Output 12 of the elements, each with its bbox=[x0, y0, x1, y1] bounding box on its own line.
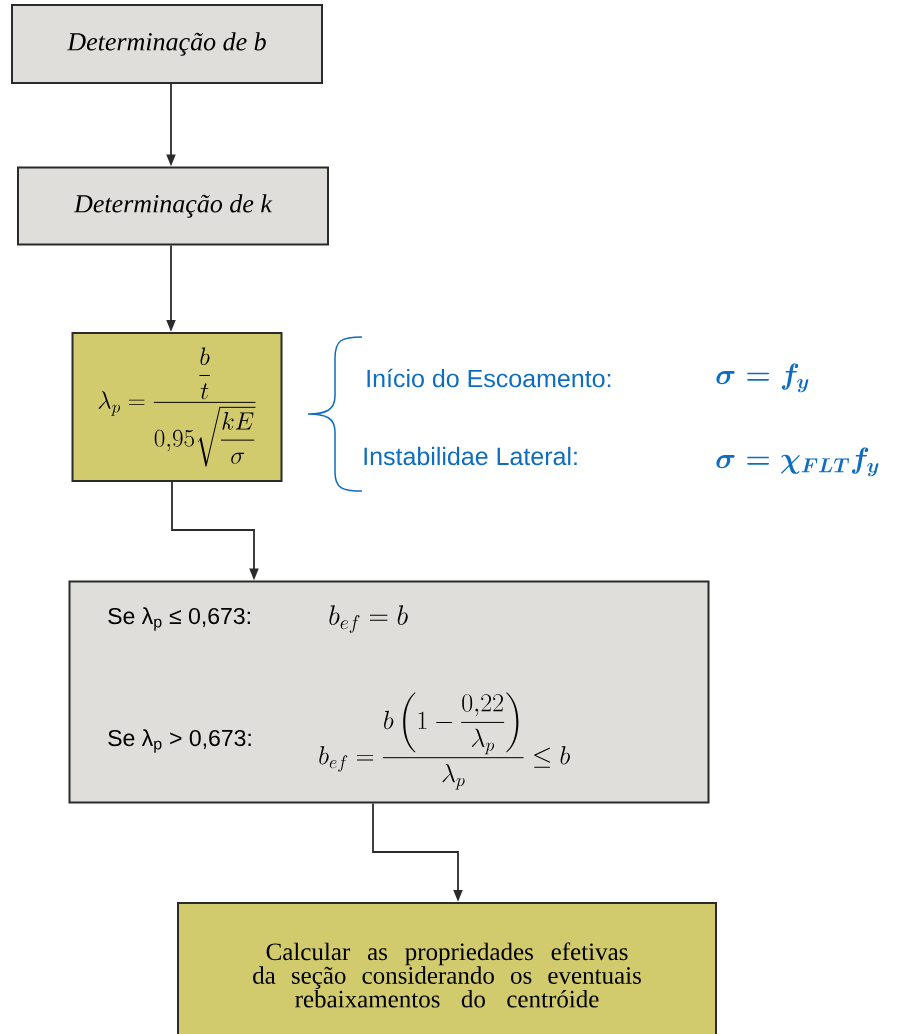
process-box: Calcular as propriedades efetivas da seção considerando os eventuais rebaixamentos do centróide bbox=[177, 902, 717, 1034]
condition-text: Se λ$_{p}$ > 0,673: bbox=[108, 729, 251, 753]
process-box: Determinação de k bbox=[17, 166, 329, 246]
formula: $b_{ef} = b$ bbox=[329, 605, 408, 633]
condition-label: Instabilidae Lateral: bbox=[364, 446, 577, 466]
condition-label: Início do Escoamento: bbox=[367, 368, 611, 388]
process-box: Determinação de b bbox=[11, 4, 323, 84]
stress-formula: $\boldsymbol{\sigma = \chi_{FLT} f_y}$ bbox=[716, 447, 879, 477]
condition-text: Se λ$_{p}$ ≤ 0,673: bbox=[108, 607, 250, 631]
formula-box: $\lambda_p = \frac{\dfrac{b}{t}}{0{,}95\sqrt{\dfrac{kE}{\sigma}}}$ bbox=[71, 332, 283, 482]
formula: $b_{ef} = \frac{b\left(1-\dfrac{0{,}22}{\lambda_p}\right)}{\lambda_p} \leq b$ bbox=[319, 692, 570, 790]
stress-formula: $\boldsymbol{\sigma = f_y}$ bbox=[716, 363, 809, 393]
